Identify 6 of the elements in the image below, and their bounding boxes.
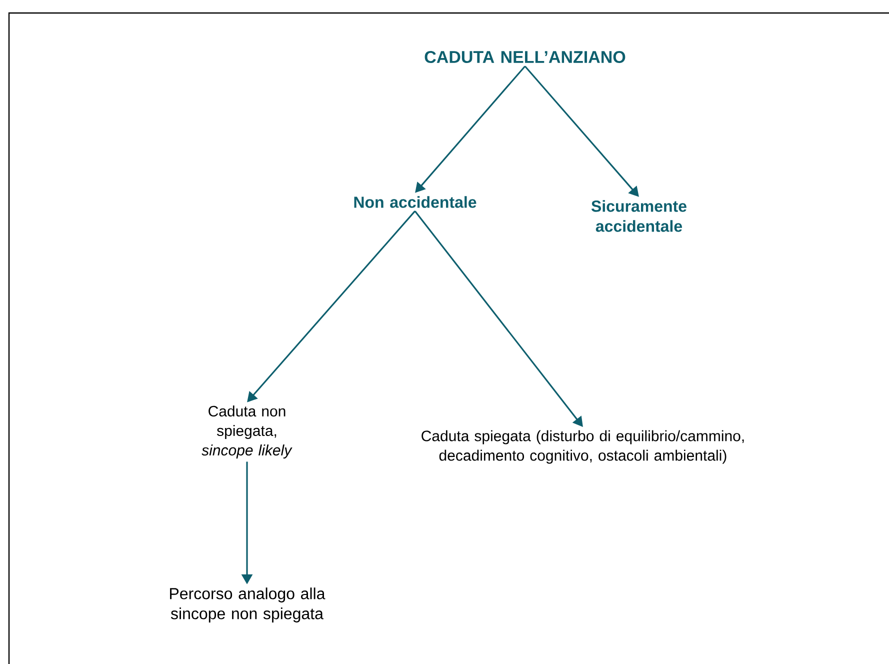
outcome-text: Percorso analogo alla sincope non spiegata xyxy=(170,588,326,622)
category-text: Non accidentale xyxy=(354,196,476,208)
category-text: Sicuramente accidentale xyxy=(591,200,686,232)
title-text: CADUTA NELL’ANZIANO xyxy=(424,50,626,64)
outcome-text: Caduta spiegata (disturbo di equilibrio/cammino, decadimento cognitivo, ostacoli ambientali) xyxy=(422,430,744,464)
outcome-text: Caduta non spiegata, sincope likely xyxy=(202,406,292,458)
